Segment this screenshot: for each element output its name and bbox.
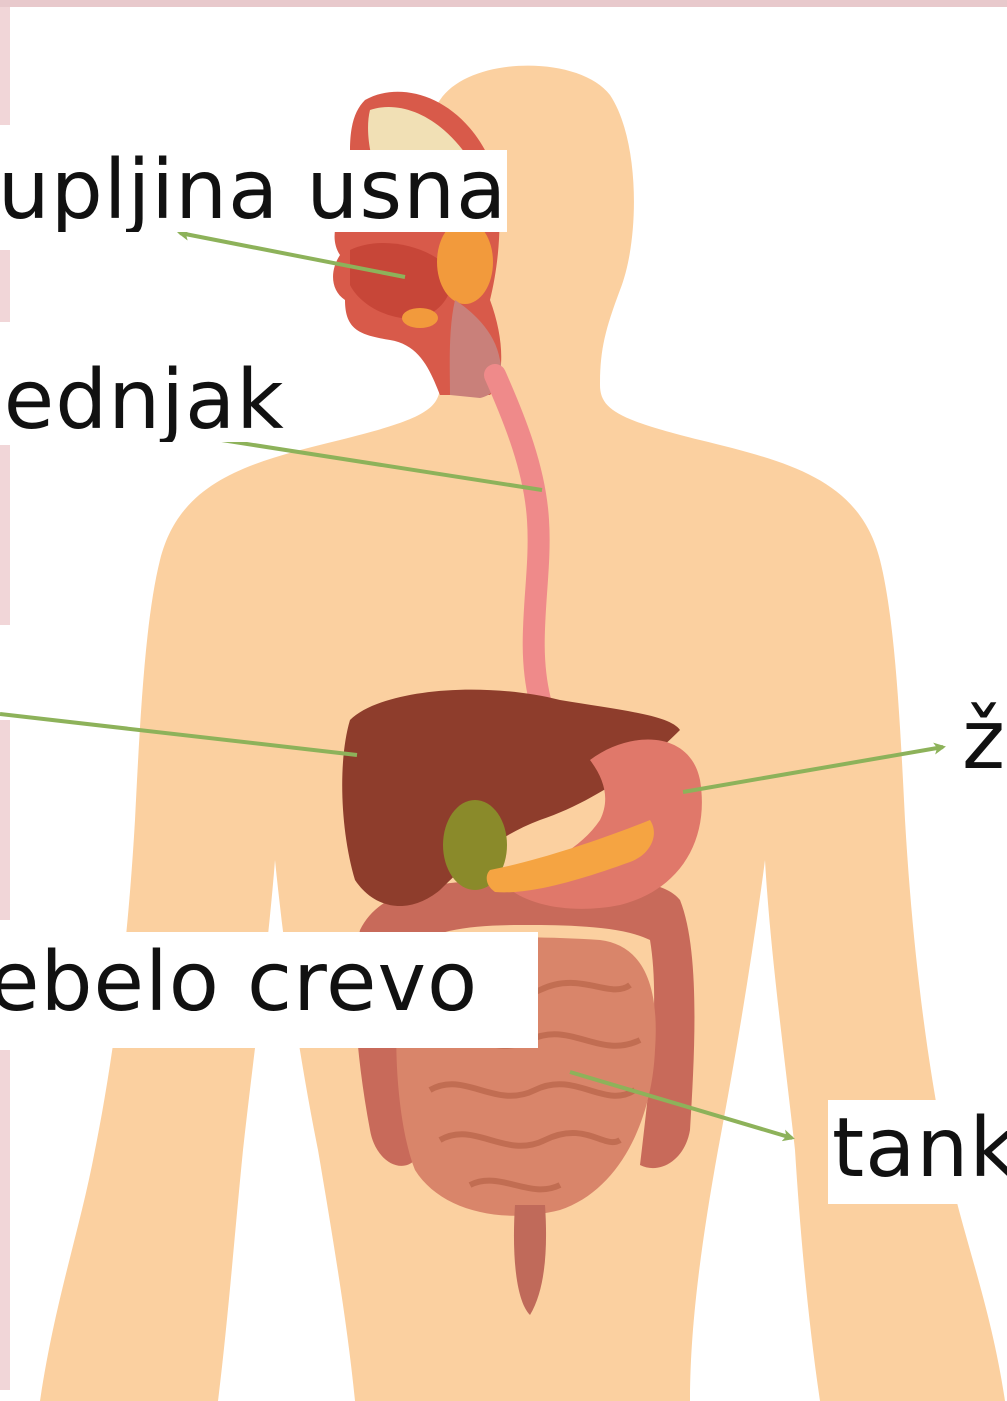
label-mouth: šupljina usna — [0, 150, 507, 232]
salivary-gland — [437, 220, 493, 304]
label-small-intestine: tanko crevo — [828, 1100, 1007, 1204]
salivary-gland — [402, 308, 438, 328]
label-large-intestine: debelo crevo — [0, 932, 538, 1048]
label-stomach: želudac — [962, 700, 1007, 782]
label-esophagus: jednjak — [0, 360, 285, 442]
